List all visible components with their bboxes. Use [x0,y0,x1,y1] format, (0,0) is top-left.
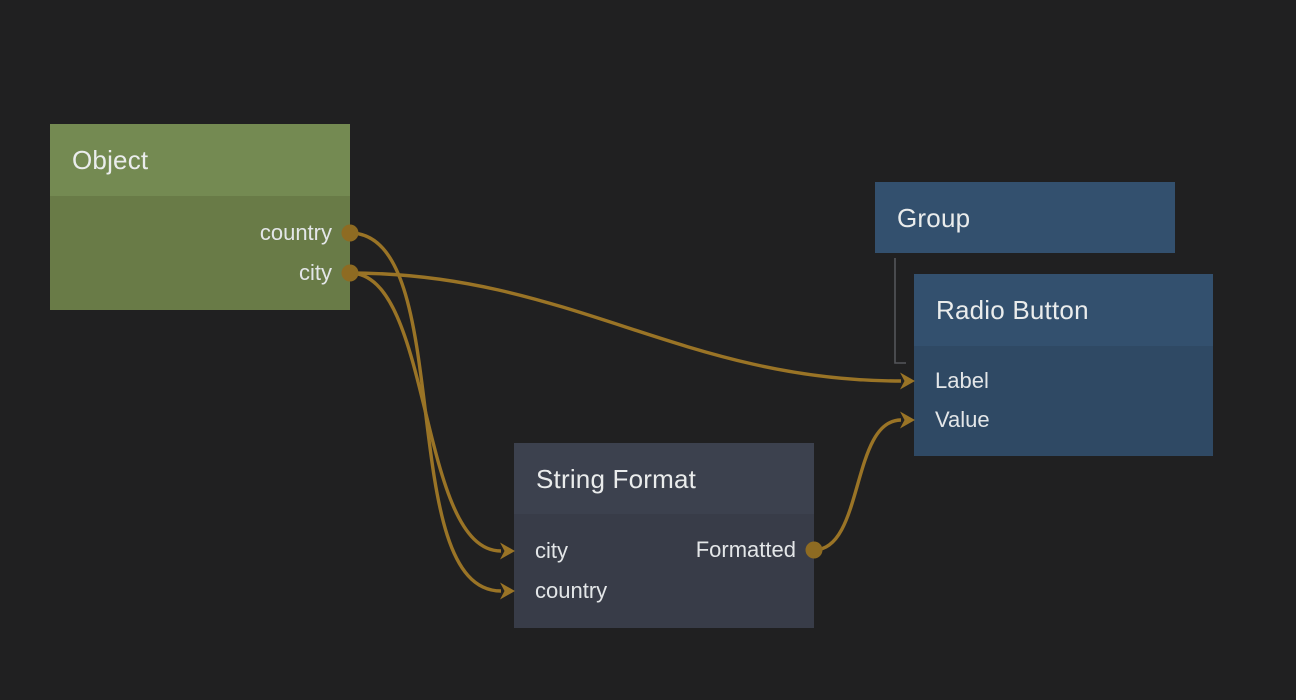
input-row-string-format-city: city [535,538,568,563]
node-group[interactable]: Group [875,182,1175,253]
node-object-title: Object [72,145,149,175]
wire-object-country-to-string-format-country[interactable] [349,231,502,593]
node-string-format-header[interactable]: String Format [514,443,814,514]
input-row-string-format-country: country [535,578,608,603]
input-row-radio-button-value: Value [935,407,990,432]
node-radio-button-header[interactable]: Radio Button [914,274,1213,346]
node-string-format-title: String Format [536,463,697,494]
wire-string-format-formatted-to-radio-button-value[interactable] [813,418,902,552]
output-row-string-format-formatted: Formatted [695,537,796,562]
input-row-radio-button-label: Label [935,368,989,393]
input-port-arrow-radio-button-value[interactable] [900,411,915,429]
node-group-header[interactable]: Group [875,182,1175,253]
node-radio-button-title: Radio Button [936,295,1089,325]
node-string-format[interactable]: String Format city country Formatted [514,443,814,628]
node-object-header[interactable]: Object [50,124,350,196]
output-row-object-country: country [259,220,332,245]
wire-object-city-to-radio-button-label[interactable] [349,271,902,383]
input-port-arrow-string-format-city[interactable] [500,542,515,560]
input-port-arrow-radio-button-label[interactable] [900,372,915,390]
node-group-title: Group [897,202,971,233]
node-object[interactable]: Object country city [50,124,350,310]
wire-object-city-to-string-format-city[interactable] [349,271,502,553]
group-child-link-group-radio-button [894,258,906,364]
input-port-arrow-string-format-country[interactable] [500,582,515,600]
output-row-object-city: city [299,260,332,285]
